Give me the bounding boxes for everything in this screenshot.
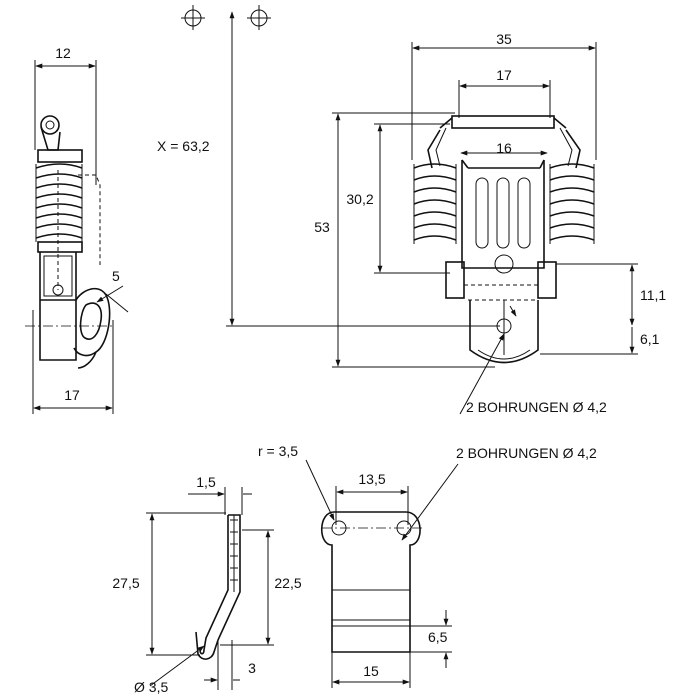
dim-22-5: 22,5 <box>274 575 301 591</box>
plate-bore-note: 2 BOHRUNGEN Ø 4,2 <box>456 445 597 461</box>
hook-view: 1,5 27,5 22,5 3 Ø 3,5 <box>112 474 301 695</box>
side-view: 12 5 17 <box>25 45 129 414</box>
side-spring <box>35 163 83 242</box>
dim-16: 16 <box>496 140 512 156</box>
front-spring-left <box>413 163 457 244</box>
dim-35: 35 <box>496 31 512 47</box>
dim-15: 15 <box>363 663 379 679</box>
dim-17-side: 17 <box>64 387 80 403</box>
front-view: X = 63,2 35 17 16 <box>157 11 666 415</box>
dim-17-front: 17 <box>496 67 512 83</box>
dim-1-5: 1,5 <box>196 474 216 490</box>
dim-53: 53 <box>314 219 330 235</box>
dim-13-5: 13,5 <box>358 471 385 487</box>
dim-5: 5 <box>112 268 120 284</box>
dim-r-3-5: r = 3,5 <box>258 443 298 459</box>
front-spring-right <box>549 163 595 244</box>
dim-30-2: 30,2 <box>346 191 373 207</box>
dim-12: 12 <box>55 45 71 61</box>
hole-symbols <box>181 5 271 30</box>
dim-x: X = 63,2 <box>157 138 210 154</box>
dim-6-5: 6,5 <box>428 629 448 645</box>
dim-11-1: 11,1 <box>640 287 666 303</box>
dim-3: 3 <box>248 660 256 676</box>
dim-dia-3-5: Ø 3,5 <box>134 679 168 695</box>
plate-view: 13,5 r = 3,5 2 BOHRUNGEN Ø 4,2 6,5 15 <box>258 443 597 688</box>
front-bore-note: 2 BOHRUNGEN Ø 4,2 <box>466 399 607 415</box>
dim-27-5: 27,5 <box>112 575 139 591</box>
dim-6-1: 6,1 <box>640 331 660 347</box>
